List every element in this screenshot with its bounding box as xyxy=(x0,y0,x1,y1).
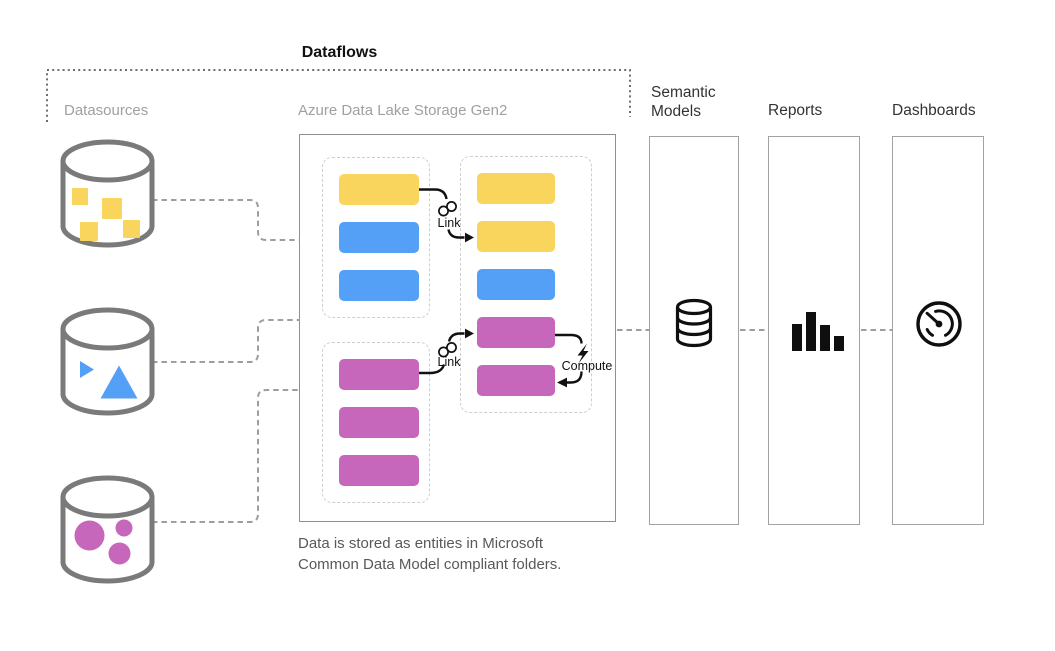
dashboards-box xyxy=(892,136,984,525)
azure-data-lake-label: Azure Data Lake Storage Gen2 xyxy=(298,102,508,119)
dashboards-label: Dashboards xyxy=(892,102,976,119)
pink-entity xyxy=(476,316,555,348)
blue-entity xyxy=(338,269,419,301)
pink-entity xyxy=(338,358,419,390)
database-cylinder-icon xyxy=(60,307,155,416)
dataflows-title: Dataflows xyxy=(301,44,378,61)
reports-label: Reports xyxy=(768,102,823,119)
pink-circles xyxy=(74,519,133,565)
link-label-bottom: Link xyxy=(437,354,461,369)
entity-stack xyxy=(323,158,429,317)
storage-caption-line2: Common Data Model compliant folders. xyxy=(298,556,562,573)
yellow-entity xyxy=(338,173,419,205)
database-cylinder-icon xyxy=(60,139,155,248)
yellow-entity xyxy=(476,220,555,252)
pink-entity xyxy=(338,406,419,438)
semantic-models-label: Semantic Models xyxy=(651,84,716,120)
storage-caption-line1: Data is stored as entities in Microsoft xyxy=(298,535,544,552)
compute-label: Compute xyxy=(561,359,613,373)
entity-group-right xyxy=(460,156,592,413)
database-cylinder-icon xyxy=(60,475,155,584)
reports-box xyxy=(768,136,860,525)
yellow-entity xyxy=(476,172,555,204)
datasource-connectors xyxy=(152,199,300,523)
link-label-top: Link xyxy=(437,215,461,230)
entity-stack xyxy=(461,157,591,412)
pink-entity xyxy=(476,364,555,396)
blue-triangles xyxy=(80,361,138,399)
pink-entity xyxy=(338,454,419,486)
blue-entity xyxy=(338,221,419,253)
yellow-squares xyxy=(72,188,140,241)
semantic-models-box xyxy=(649,136,739,525)
blue-entity xyxy=(476,268,555,300)
entity-stack xyxy=(323,343,429,502)
entity-group-bottom-left xyxy=(322,342,430,503)
entity-group-top-left xyxy=(322,157,430,318)
datasources-label: Datasources xyxy=(64,102,149,119)
